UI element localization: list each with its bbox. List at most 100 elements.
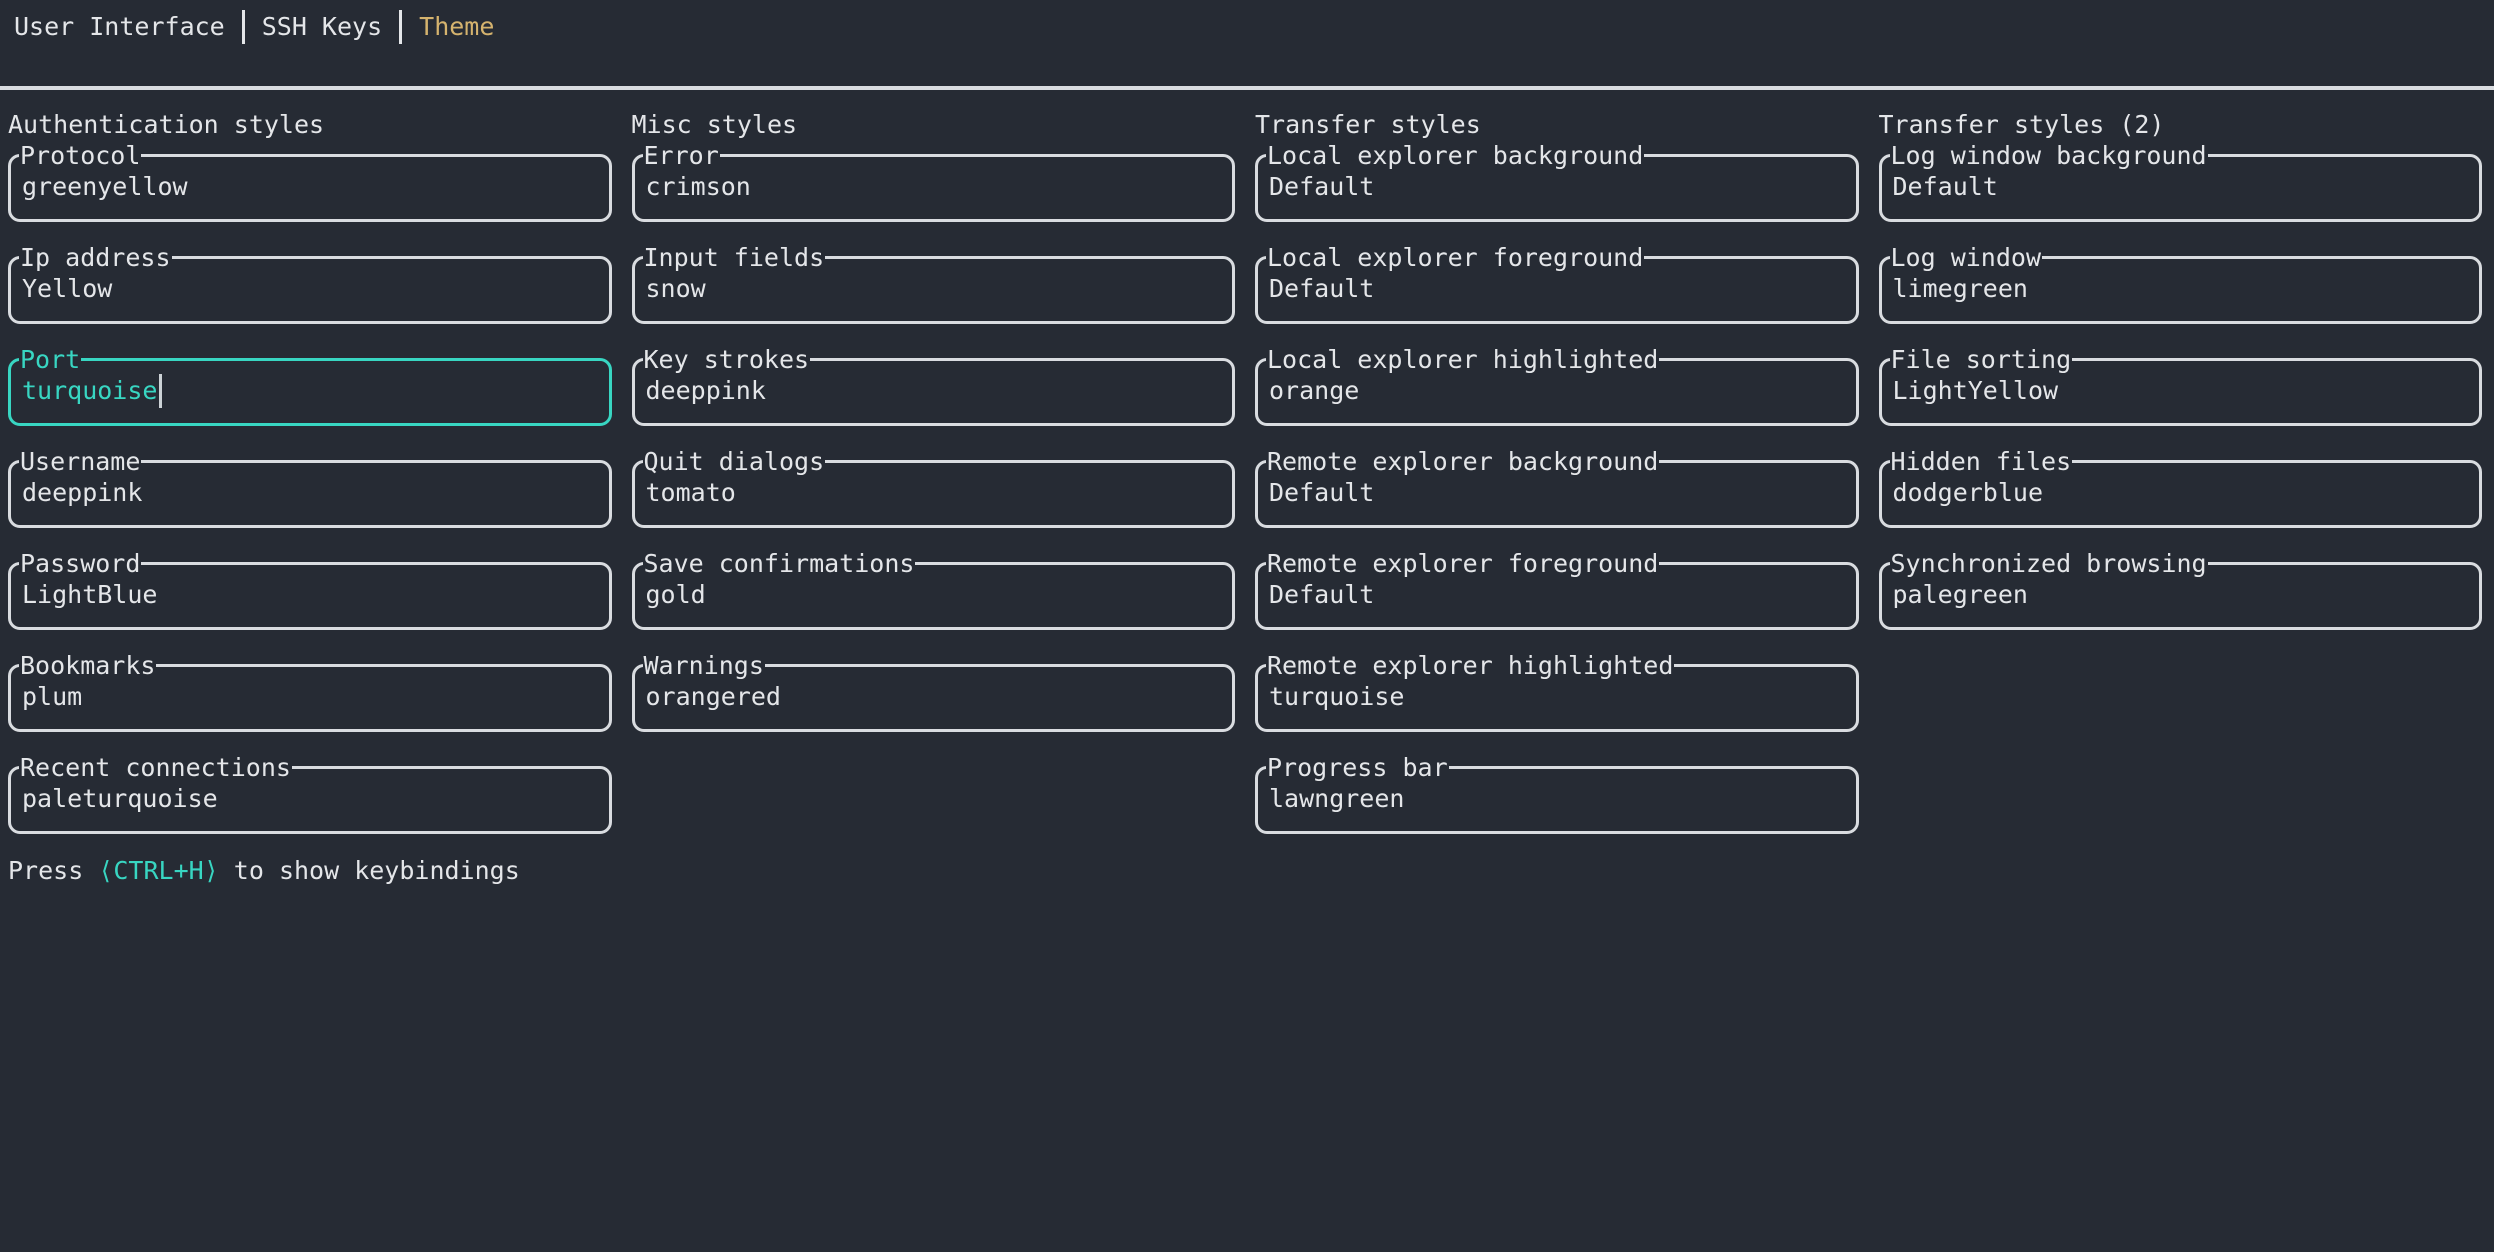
field-value: plum — [22, 682, 83, 711]
field-label: Bookmarks — [19, 651, 157, 680]
field-value: Yellow — [22, 274, 113, 303]
field-value-line: LightYellow — [1893, 374, 2059, 408]
field-label: Save confirmations — [642, 549, 916, 578]
field-value: LightBlue — [22, 580, 158, 609]
divider — [0, 86, 2494, 90]
field-value-line: Default — [1269, 272, 1374, 306]
field-label: Port — [19, 345, 82, 374]
field-value-line: Default — [1269, 170, 1374, 204]
field-label: Progress bar — [1266, 753, 1449, 782]
tab-user-interface[interactable]: User Interface — [14, 12, 225, 41]
field-label: Log window — [1889, 243, 2043, 272]
field-label: Error — [642, 141, 720, 170]
field-label: Protocol — [19, 141, 142, 170]
field-value: lawngreen — [1269, 784, 1405, 813]
field-value-line: plum — [22, 680, 82, 714]
column-header: Misc styles — [631, 110, 798, 139]
tab-theme[interactable]: Theme — [419, 12, 495, 41]
field-value-line: orange — [1269, 374, 1359, 408]
field-label: Local explorer highlighted — [1266, 345, 1660, 374]
field-value: snow — [645, 274, 706, 303]
field-label: Username — [19, 447, 142, 476]
field-value-line: snow — [646, 272, 706, 306]
field-value: deeppink — [22, 478, 143, 507]
footer-hint-suffix: to show keybindings — [218, 856, 520, 885]
field-label: Hidden files — [1889, 447, 2073, 476]
field-value: limegreen — [1892, 274, 2028, 303]
field-value-line: Default — [1893, 170, 1998, 204]
tab-ssh-keys[interactable]: SSH Keys — [261, 12, 383, 41]
field-value: dodgerblue — [1892, 478, 2044, 507]
field-value-line: turquoise — [22, 374, 163, 408]
keybinding-shortcut: ⟨CTRL+H⟩ — [98, 856, 219, 885]
field-value: crimson — [645, 172, 751, 201]
field-value-line: paleturquoise — [22, 782, 218, 816]
field-value: LightYellow — [1892, 376, 2059, 405]
field-value-line: turquoise — [1269, 680, 1404, 714]
tabbar: User Interface SSH Keys Theme — [14, 10, 494, 44]
field-value: turquoise — [22, 376, 158, 405]
field-value-line: LightBlue — [22, 578, 157, 612]
field-value-line: deeppink — [22, 476, 142, 510]
field-label: Synchronized browsing — [1889, 549, 2208, 578]
field-value: tomato — [645, 478, 736, 507]
field-value-line: gold — [646, 578, 706, 612]
field-label: Input fields — [642, 243, 826, 272]
column-header: Transfer styles (2) — [1878, 110, 2165, 139]
column-header: Transfer styles — [1255, 110, 1481, 139]
field-value: paleturquoise — [22, 784, 218, 813]
field-label: Warnings — [642, 651, 765, 680]
field-value: orange — [1269, 376, 1360, 405]
field-label: Recent connections — [19, 753, 292, 782]
field-value-line: Default — [1269, 476, 1374, 510]
footer-hint-prefix: Press — [8, 856, 99, 885]
field-label: Log window background — [1889, 141, 2208, 170]
field-value: deeppink — [645, 376, 766, 405]
field-label: Remote explorer highlighted — [1266, 651, 1675, 680]
field-value-line: Default — [1269, 578, 1374, 612]
field-value-line: deeppink — [646, 374, 766, 408]
field-label: File sorting — [1889, 345, 2073, 374]
field-value-line: lawngreen — [1269, 782, 1404, 816]
field-value-line: greenyellow — [22, 170, 188, 204]
field-value: gold — [645, 580, 706, 609]
field-value-line: orangered — [646, 680, 781, 714]
field-value-line: palegreen — [1893, 578, 2028, 612]
field-label: Quit dialogs — [642, 447, 826, 476]
field-value-line: crimson — [646, 170, 751, 204]
field-label: Key strokes — [642, 345, 811, 374]
field-value: orangered — [645, 682, 781, 711]
field-value: palegreen — [1892, 580, 2028, 609]
field-label: Ip address — [19, 243, 172, 272]
field-value-line: tomato — [646, 476, 736, 510]
